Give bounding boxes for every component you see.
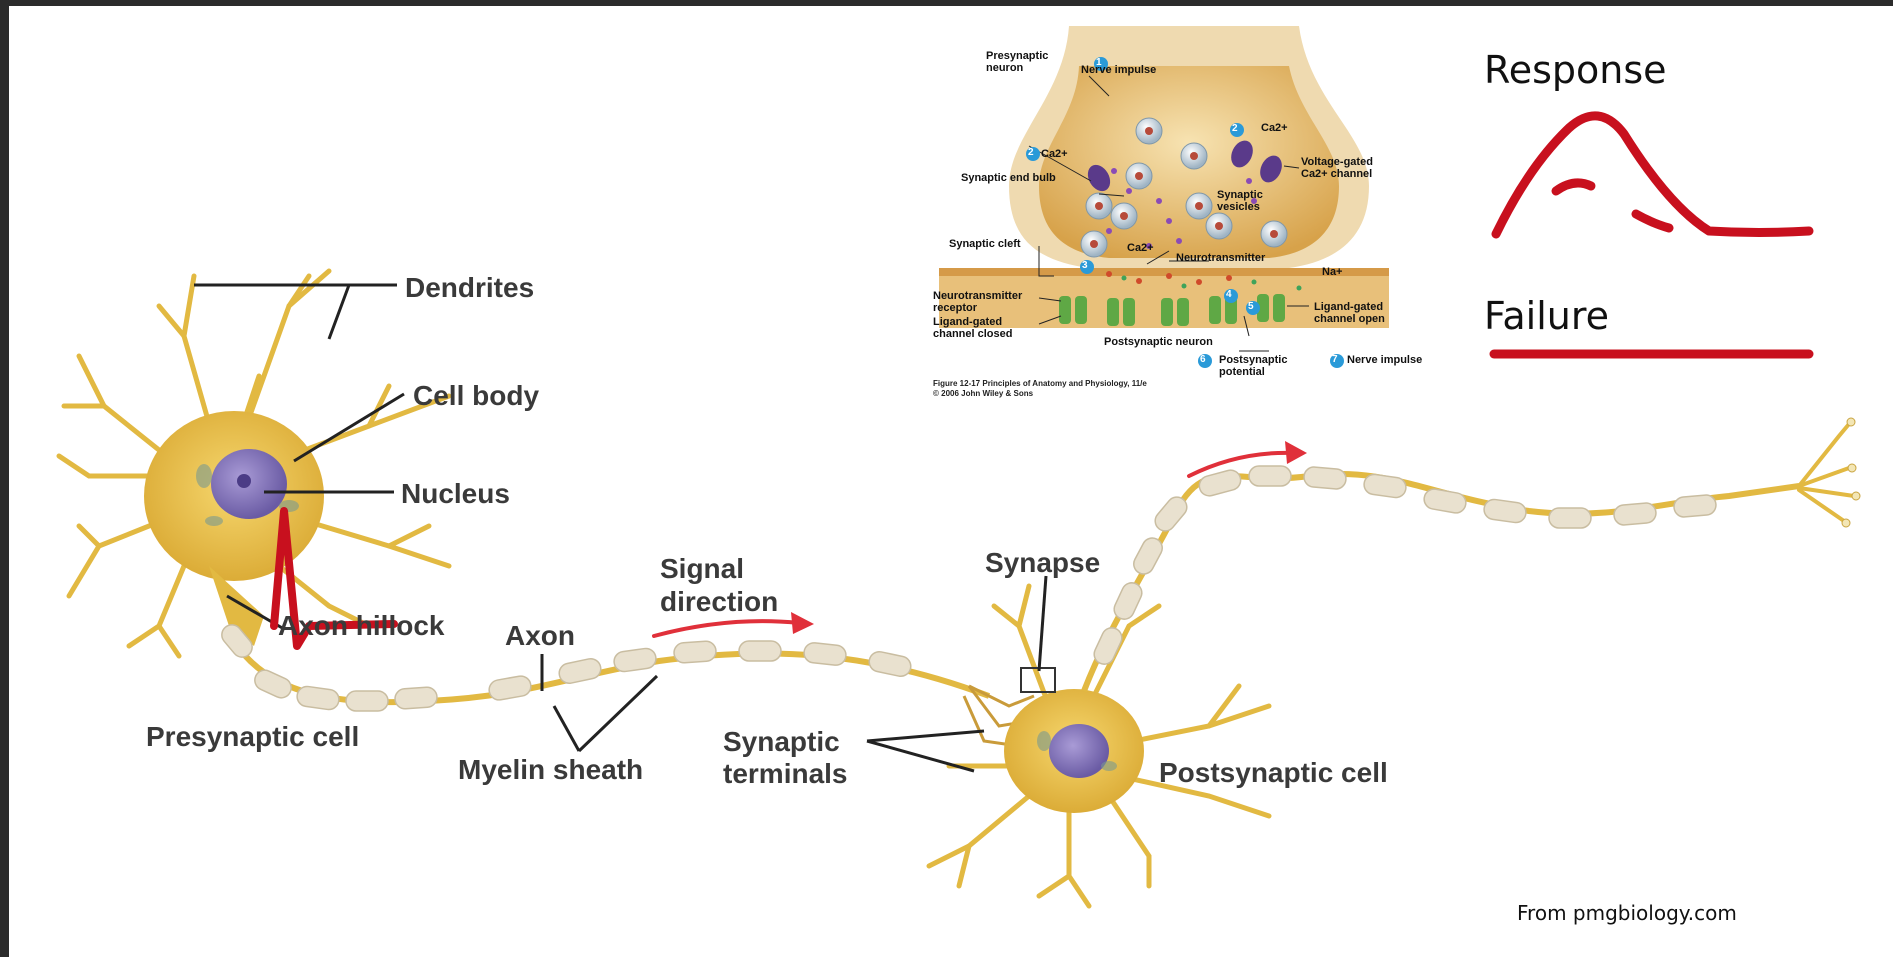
inset-ca-inside: Ca2+ [1127,242,1154,254]
inset-ca-right: Ca2+ [1261,122,1288,134]
label-presynaptic-cell: Presynaptic cell [146,721,359,753]
inset-nerve-impulse-7: Nerve impulse [1347,354,1422,366]
step-number: 4 [1226,289,1232,300]
inset-synaptic-vesicles: Synaptic vesicles [1217,189,1277,213]
step-number: 2 [1028,147,1034,158]
inset-synaptic-end-bulb: Synaptic end bulb [961,172,1056,184]
step-number: 6 [1200,354,1206,365]
step-number: 1 [1096,57,1102,68]
label-myelin-sheath: Myelin sheath [458,754,643,786]
slide-canvas: Dendrites Cell body Nucleus Axon hillock… [9,6,1893,957]
inset-postsynaptic-neuron: Postsynaptic neuron [1104,336,1213,348]
step-number: 2 [1232,123,1238,134]
legend-failure: Failure [1484,294,1609,338]
inset-ligand-closed: Ligand-gated channel closed [933,316,1033,340]
inset-ca-left: Ca2+ [1041,148,1068,160]
inset-copyright: © 2006 John Wiley & Sons [933,389,1033,398]
synapse-inset [9,6,1893,957]
inset-neurotransmitter: Neurotransmitter [1176,252,1265,264]
inset-presynaptic-neuron: Presynaptic neuron [986,50,1056,74]
label-synapse: Synapse [985,547,1100,579]
step-number: 3 [1082,260,1088,271]
step-number: 7 [1332,354,1338,365]
inset-nt-receptor: Neurotransmitter receptor [933,290,1043,314]
label-signal-direction: Signal direction [660,552,810,618]
legend-response: Response [1484,48,1667,92]
step-number: 5 [1248,301,1254,312]
inset-nerve-impulse: Nerve impulse [1081,64,1156,76]
inset-na: Na+ [1322,266,1343,278]
label-dendrites: Dendrites [405,272,534,304]
label-cell-body: Cell body [413,380,539,412]
label-nucleus: Nucleus [401,478,510,510]
inset-postsynaptic-potential: Postsynaptic potential [1219,354,1309,378]
label-axon: Axon [505,620,575,652]
inset-synaptic-cleft: Synaptic cleft [949,238,1021,250]
inset-voltage-gated: Voltage-gated Ca2+ channel [1301,156,1401,180]
source-credit: From pmgbiology.com [1517,901,1737,925]
label-synaptic-terminals: Synaptic terminals [723,726,873,790]
inset-figure-caption: Figure 12-17 Principles of Anatomy and P… [933,379,1147,388]
label-postsynaptic-cell: Postsynaptic cell [1159,757,1388,789]
inset-ligand-open: Ligand-gated channel open [1314,301,1404,325]
label-axon-hillock: Axon hillock [278,610,444,642]
